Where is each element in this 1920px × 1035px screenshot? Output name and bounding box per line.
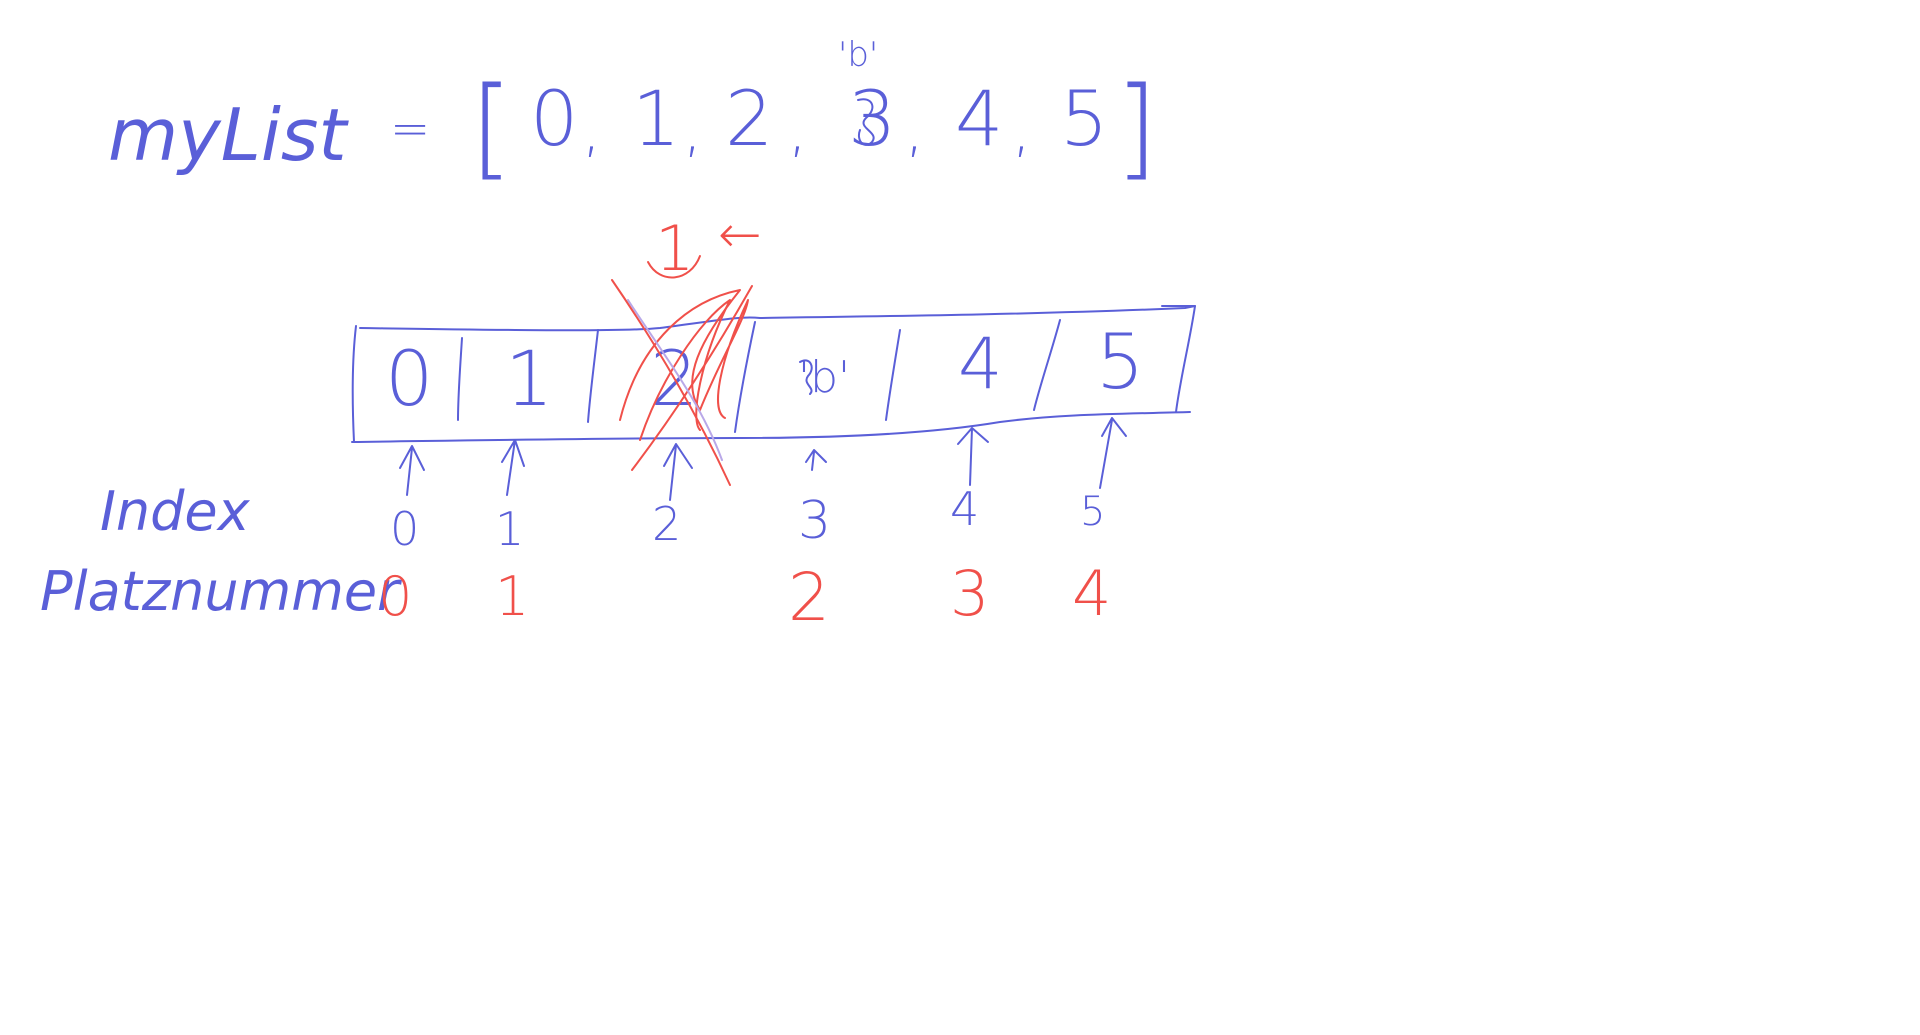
arrow-up-icon bbox=[501, 439, 525, 496]
open-bracket: [ bbox=[470, 63, 513, 191]
array-left-border bbox=[351, 325, 357, 443]
platz-value: 1 bbox=[495, 565, 529, 628]
array-top-border bbox=[359, 305, 1196, 332]
array-right-border bbox=[1161, 305, 1196, 413]
array-diagram: 0 1 2 'b' 4 5 bbox=[351, 279, 1196, 486]
list-comma: , bbox=[582, 95, 601, 165]
cell-divider bbox=[1033, 319, 1061, 411]
red-arrow-icon: ← bbox=[718, 205, 762, 265]
platz-value: 0 bbox=[378, 565, 412, 628]
box-value: 1 bbox=[505, 334, 553, 423]
list-comma: , bbox=[683, 95, 702, 165]
cell-divider bbox=[885, 329, 901, 421]
index-value: 4 bbox=[950, 482, 979, 536]
index-arrows bbox=[399, 417, 1127, 501]
index-value: 3 bbox=[798, 491, 831, 551]
arrow-up-icon bbox=[805, 449, 827, 471]
deleted-cell-scribble bbox=[611, 279, 753, 486]
replaced-cell: 'b' bbox=[798, 352, 850, 403]
list-element: 1 bbox=[632, 74, 680, 163]
red-curve bbox=[647, 255, 701, 279]
platz-values: 0 1 2 3 4 bbox=[378, 557, 1111, 636]
list-element: 4 bbox=[955, 74, 1003, 163]
annotation-above: 'b' bbox=[838, 35, 878, 75]
arrow-up-icon bbox=[399, 445, 425, 496]
red-note: 1 ← bbox=[647, 205, 762, 285]
index-value: 0 bbox=[390, 502, 419, 556]
platz-value: 2 bbox=[788, 559, 830, 636]
platz-value: 4 bbox=[1072, 557, 1111, 630]
list-comma: , bbox=[1012, 95, 1031, 165]
box-value: 0 bbox=[385, 334, 433, 423]
close-bracket: ] bbox=[1115, 63, 1158, 191]
list-element: 3 bbox=[848, 74, 896, 163]
box-value: 5 bbox=[1096, 317, 1144, 406]
cell-divider bbox=[457, 337, 463, 421]
index-label: Index bbox=[100, 480, 251, 543]
box-value: 4 bbox=[958, 323, 1003, 405]
cell-divider bbox=[734, 321, 756, 433]
arrow-up-icon bbox=[957, 427, 989, 486]
index-value: 2 bbox=[652, 497, 681, 551]
index-value: 5 bbox=[1080, 489, 1105, 535]
equals-sign: = bbox=[390, 101, 430, 157]
scribbled-element: 3 bbox=[848, 74, 896, 163]
list-element: 2 bbox=[725, 74, 773, 163]
list-comma: , bbox=[788, 95, 807, 165]
list-comma: , bbox=[905, 95, 924, 165]
variable-name: myList bbox=[108, 93, 349, 177]
cell-divider bbox=[587, 329, 599, 423]
index-value: 1 bbox=[495, 502, 524, 556]
list-element: 5 bbox=[1060, 74, 1108, 163]
index-values: 0 1 2 3 4 5 bbox=[390, 482, 1105, 556]
arrow-up-icon bbox=[1099, 417, 1127, 489]
arrow-up-icon bbox=[663, 443, 693, 501]
platz-value: 3 bbox=[950, 557, 989, 630]
platznummer-label: Platznummer bbox=[40, 560, 402, 623]
list-element: 0 bbox=[530, 74, 578, 163]
list-assignment: myList = [ 0 , 1 , 2 , 3 'b' , 4 , 5 ] bbox=[108, 35, 1158, 191]
array-bottom-border bbox=[351, 411, 1191, 443]
